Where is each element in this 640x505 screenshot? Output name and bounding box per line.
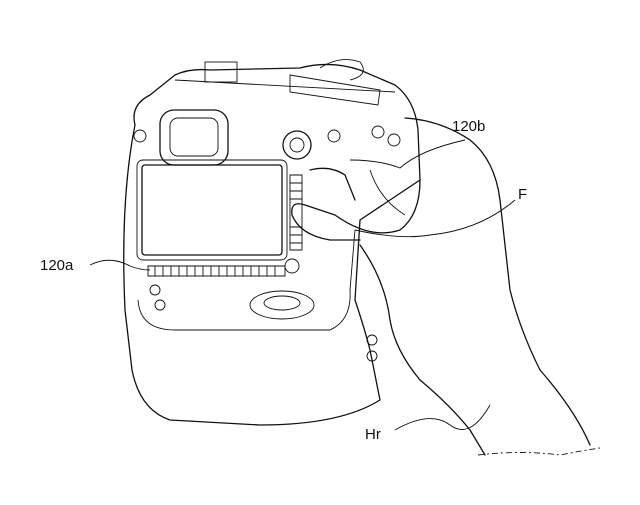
label-finger: F <box>518 186 528 203</box>
camera-body <box>123 63 421 426</box>
joystick <box>282 130 312 160</box>
lcd-screen <box>141 164 283 256</box>
right-hand <box>404 117 591 446</box>
sensor-ridges-lower <box>147 265 286 277</box>
label-120a: 120a <box>40 257 74 274</box>
sensor-ridges-upper <box>289 174 303 251</box>
label-120b: 120b <box>452 118 486 135</box>
label-hr: Hr <box>365 426 381 443</box>
